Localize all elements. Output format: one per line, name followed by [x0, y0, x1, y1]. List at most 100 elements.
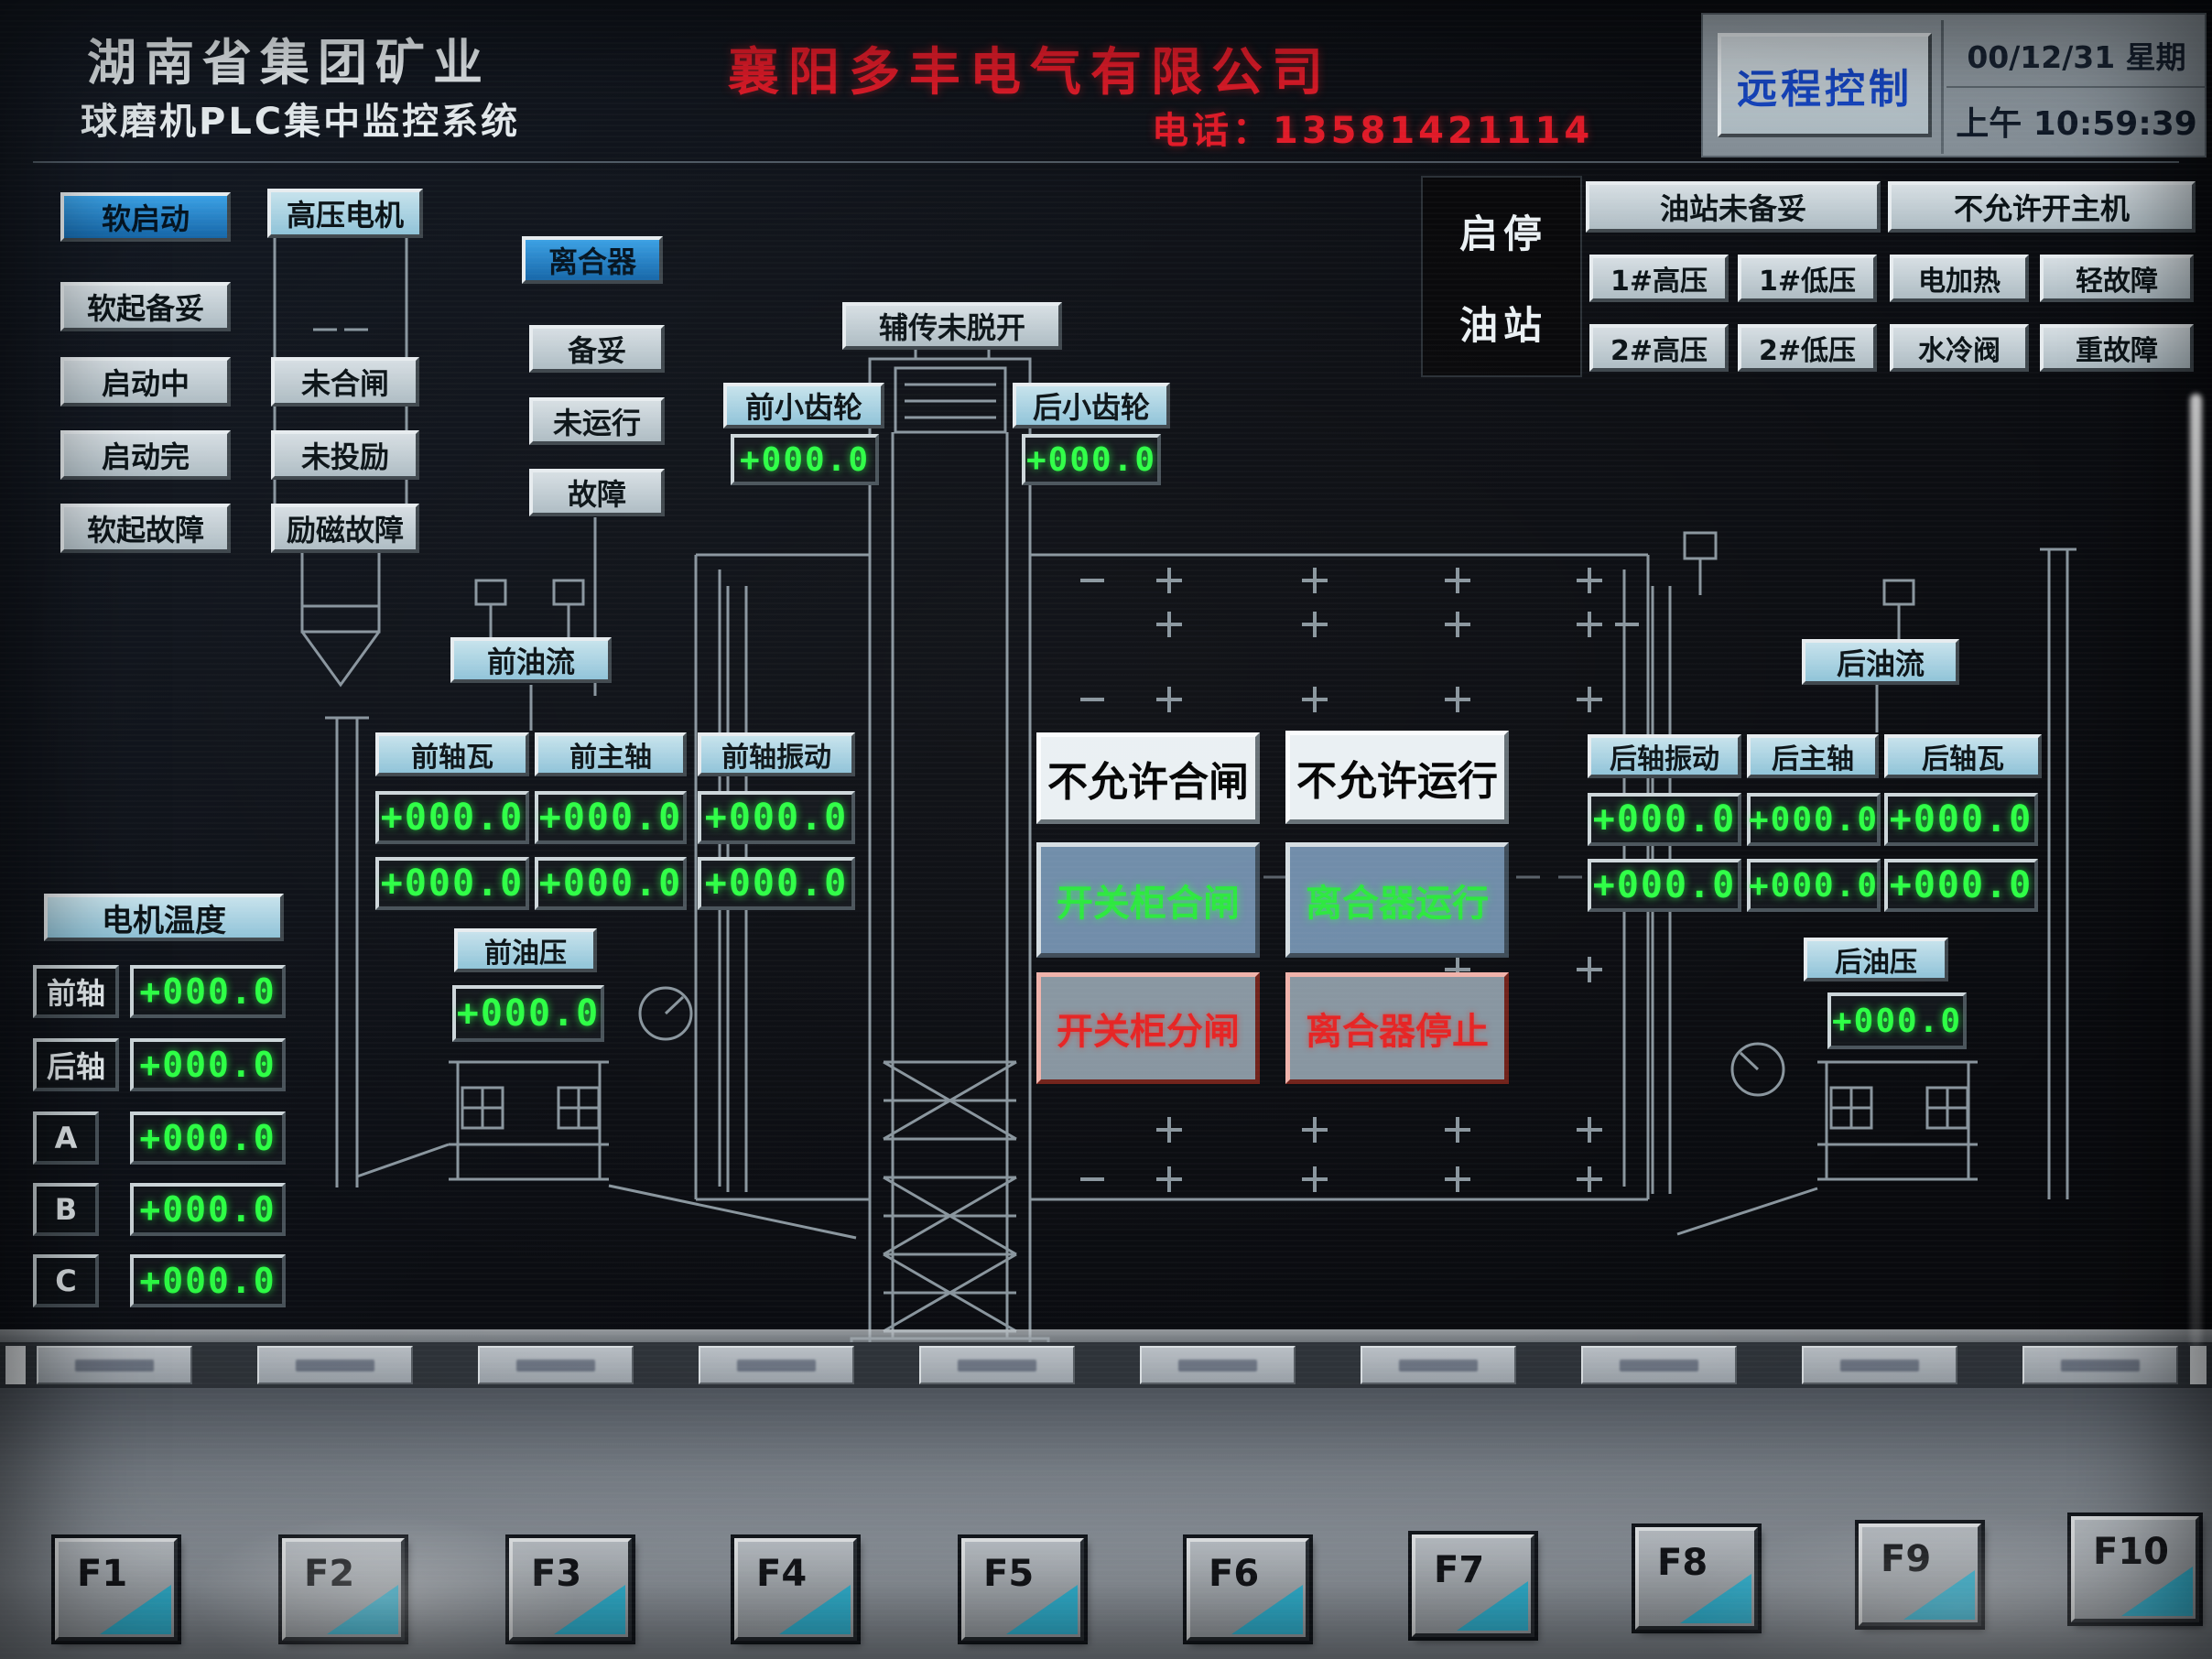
- clutch-not-running-indicator: 未运行: [529, 397, 665, 445]
- tab-button-8[interactable]: [1581, 1346, 1737, 1384]
- closing-not-allowed-box: 不允许合闸: [1036, 732, 1260, 824]
- lp1-indicator: 1#低压: [1738, 255, 1877, 302]
- hp1-indicator: 1#高压: [1589, 255, 1729, 302]
- fkey-f5[interactable]: F5: [961, 1538, 1084, 1641]
- fkey-f7[interactable]: F7: [1412, 1534, 1534, 1637]
- fkey-triangle-icon: [1680, 1574, 1751, 1623]
- temp-phase-c-value: +000.0: [130, 1254, 286, 1307]
- rear-oil-pressure-value: +000.0: [1827, 992, 1967, 1049]
- front-oil-pressure-label: 前油压: [454, 928, 597, 972]
- rear-bush-value-2: +000.0: [1884, 859, 2038, 912]
- system-title: 球磨机PLC集中监控系统: [81, 101, 521, 143]
- fkey-triangle-icon: [2121, 1567, 2193, 1616]
- front-shaft-value-2: +000.0: [535, 857, 687, 910]
- tab-button-3[interactable]: [478, 1346, 634, 1384]
- temp-phase-b-value: +000.0: [130, 1183, 286, 1236]
- front-oil-flow-label: 前油流: [450, 637, 612, 683]
- major-fault-indicator: 重故障: [2040, 324, 2194, 372]
- heater-indicator: 电加热: [1890, 255, 2029, 302]
- rear-vibration-value-2: +000.0: [1588, 859, 1741, 912]
- rear-pinion-value: +000.0: [1022, 434, 1161, 485]
- motor-temp-title: 电机温度: [44, 894, 284, 941]
- tab-button-2[interactable]: [257, 1346, 413, 1384]
- header-separator: [33, 161, 2179, 163]
- tab-button-6[interactable]: [1140, 1346, 1296, 1384]
- temp-phase-a-label: A: [33, 1111, 99, 1165]
- fkey-f4[interactable]: F4: [734, 1538, 857, 1641]
- start-complete-indicator: 启动完: [60, 430, 231, 480]
- tab-strip: [0, 1342, 2212, 1388]
- lp2-indicator: 2#低压: [1738, 324, 1877, 372]
- fkey-triangle-icon: [1903, 1570, 1975, 1620]
- tab-button-10[interactable]: [2022, 1346, 2178, 1384]
- tab-button-4[interactable]: [699, 1346, 854, 1384]
- tab-button-7[interactable]: [1361, 1346, 1516, 1384]
- panel-divider: [1941, 20, 1944, 154]
- fkey-triangle-icon: [100, 1585, 171, 1634]
- rear-shaft-value-2: +000.0: [1747, 859, 1881, 912]
- vendor-phone: 电话：13581421114: [1152, 110, 1594, 152]
- clutch-ready-indicator: 备妥: [529, 325, 665, 373]
- rear-vibration-value-1: +000.0: [1588, 793, 1741, 846]
- fkey-f10[interactable]: F10: [2071, 1516, 2199, 1622]
- oil-station-startstop-button[interactable]: 启停 油站: [1421, 176, 1582, 377]
- soft-start-ready-indicator: 软起备妥: [60, 282, 231, 331]
- rear-shaft-label: 后主轴: [1747, 734, 1879, 778]
- fkey-f10-label: F10: [2093, 1531, 2169, 1573]
- water-valve-indicator: 水冷阀: [1890, 324, 2029, 372]
- rear-bush-label: 后轴瓦: [1884, 734, 2042, 778]
- rear-pinion-label: 后小齿轮: [1013, 383, 1170, 428]
- fkey-triangle-icon: [1457, 1581, 1528, 1631]
- temp-rear-shaft-label: 后轴: [33, 1038, 119, 1091]
- temp-rear-shaft-value: +000.0: [130, 1038, 286, 1091]
- tab-button-5[interactable]: [919, 1346, 1075, 1384]
- not-excited-indicator: 未投励: [271, 430, 419, 480]
- soft-start-button[interactable]: 软启动: [60, 192, 231, 242]
- rear-oil-pressure-label: 后油压: [1804, 938, 1948, 981]
- fkey-f1[interactable]: F1: [55, 1538, 178, 1641]
- oil-station-line1: 启停: [1458, 211, 1547, 256]
- left-support: [325, 517, 857, 1240]
- tab-button-1[interactable]: [37, 1346, 192, 1384]
- clutch-run-button[interactable]: 离合器运行: [1285, 842, 1509, 958]
- oil-station-line2: 油站: [1458, 302, 1547, 348]
- temp-phase-a-value: +000.0: [130, 1111, 286, 1165]
- front-oil-pressure-value: +000.0: [452, 985, 604, 1042]
- fkey-f8[interactable]: F8: [1635, 1527, 1758, 1630]
- switchgear-close-button[interactable]: 开关柜合闸: [1036, 842, 1260, 958]
- clutch-stop-button[interactable]: 离合器停止: [1285, 972, 1509, 1084]
- main-not-allowed-indicator: 不允许开主机: [1888, 181, 2196, 233]
- temp-front-shaft-value: +000.0: [130, 965, 286, 1018]
- minor-fault-indicator: 轻故障: [2040, 255, 2194, 302]
- company-name: 湖南省集团矿业: [87, 34, 491, 92]
- temp-phase-c-label: C: [33, 1254, 99, 1307]
- not-closed-indicator: 未合闸: [271, 357, 419, 407]
- fkey-f6[interactable]: F6: [1187, 1538, 1309, 1641]
- front-shaft-value-1: +000.0: [535, 791, 687, 844]
- datetime-divider: [1946, 86, 2205, 88]
- function-key-zone: F1 F2 F3 F4 F5 F6 F7 F8: [0, 1388, 2212, 1659]
- clutch-button[interactable]: 离合器: [522, 236, 663, 284]
- fkey-f2[interactable]: F2: [282, 1538, 405, 1641]
- tab-button-9[interactable]: [1802, 1346, 1957, 1384]
- rear-vibration-label: 后轴振动: [1588, 734, 1741, 778]
- fkey-triangle-icon: [779, 1585, 851, 1634]
- clutch-fault-indicator: 故障: [529, 469, 665, 516]
- switchgear-open-button[interactable]: 开关柜分闸: [1036, 972, 1260, 1084]
- fkey-triangle-icon: [1006, 1585, 1078, 1634]
- rear-oil-flow-label: 后油流: [1802, 639, 1959, 685]
- oil-station-not-ready-indicator: 油站未备妥: [1586, 181, 1881, 233]
- running-not-allowed-box: 不允许运行: [1285, 731, 1509, 824]
- excitation-fault-indicator: 励磁故障: [271, 504, 419, 553]
- hv-motor-title: 高压电机: [267, 189, 423, 238]
- fkey-f3[interactable]: F3: [509, 1538, 632, 1641]
- front-bush-label: 前轴瓦: [375, 732, 529, 776]
- vendor-name: 襄阳多丰电气有限公司: [728, 43, 1332, 103]
- survey-cross-marks: [1080, 568, 1639, 1192]
- tab-endcap-left: [5, 1346, 26, 1384]
- fkey-f9[interactable]: F9: [1859, 1523, 1981, 1626]
- remote-control-button[interactable]: 远程控制: [1718, 33, 1932, 137]
- front-pinion-label: 前小齿轮: [723, 383, 884, 428]
- fkey-triangle-icon: [327, 1585, 398, 1634]
